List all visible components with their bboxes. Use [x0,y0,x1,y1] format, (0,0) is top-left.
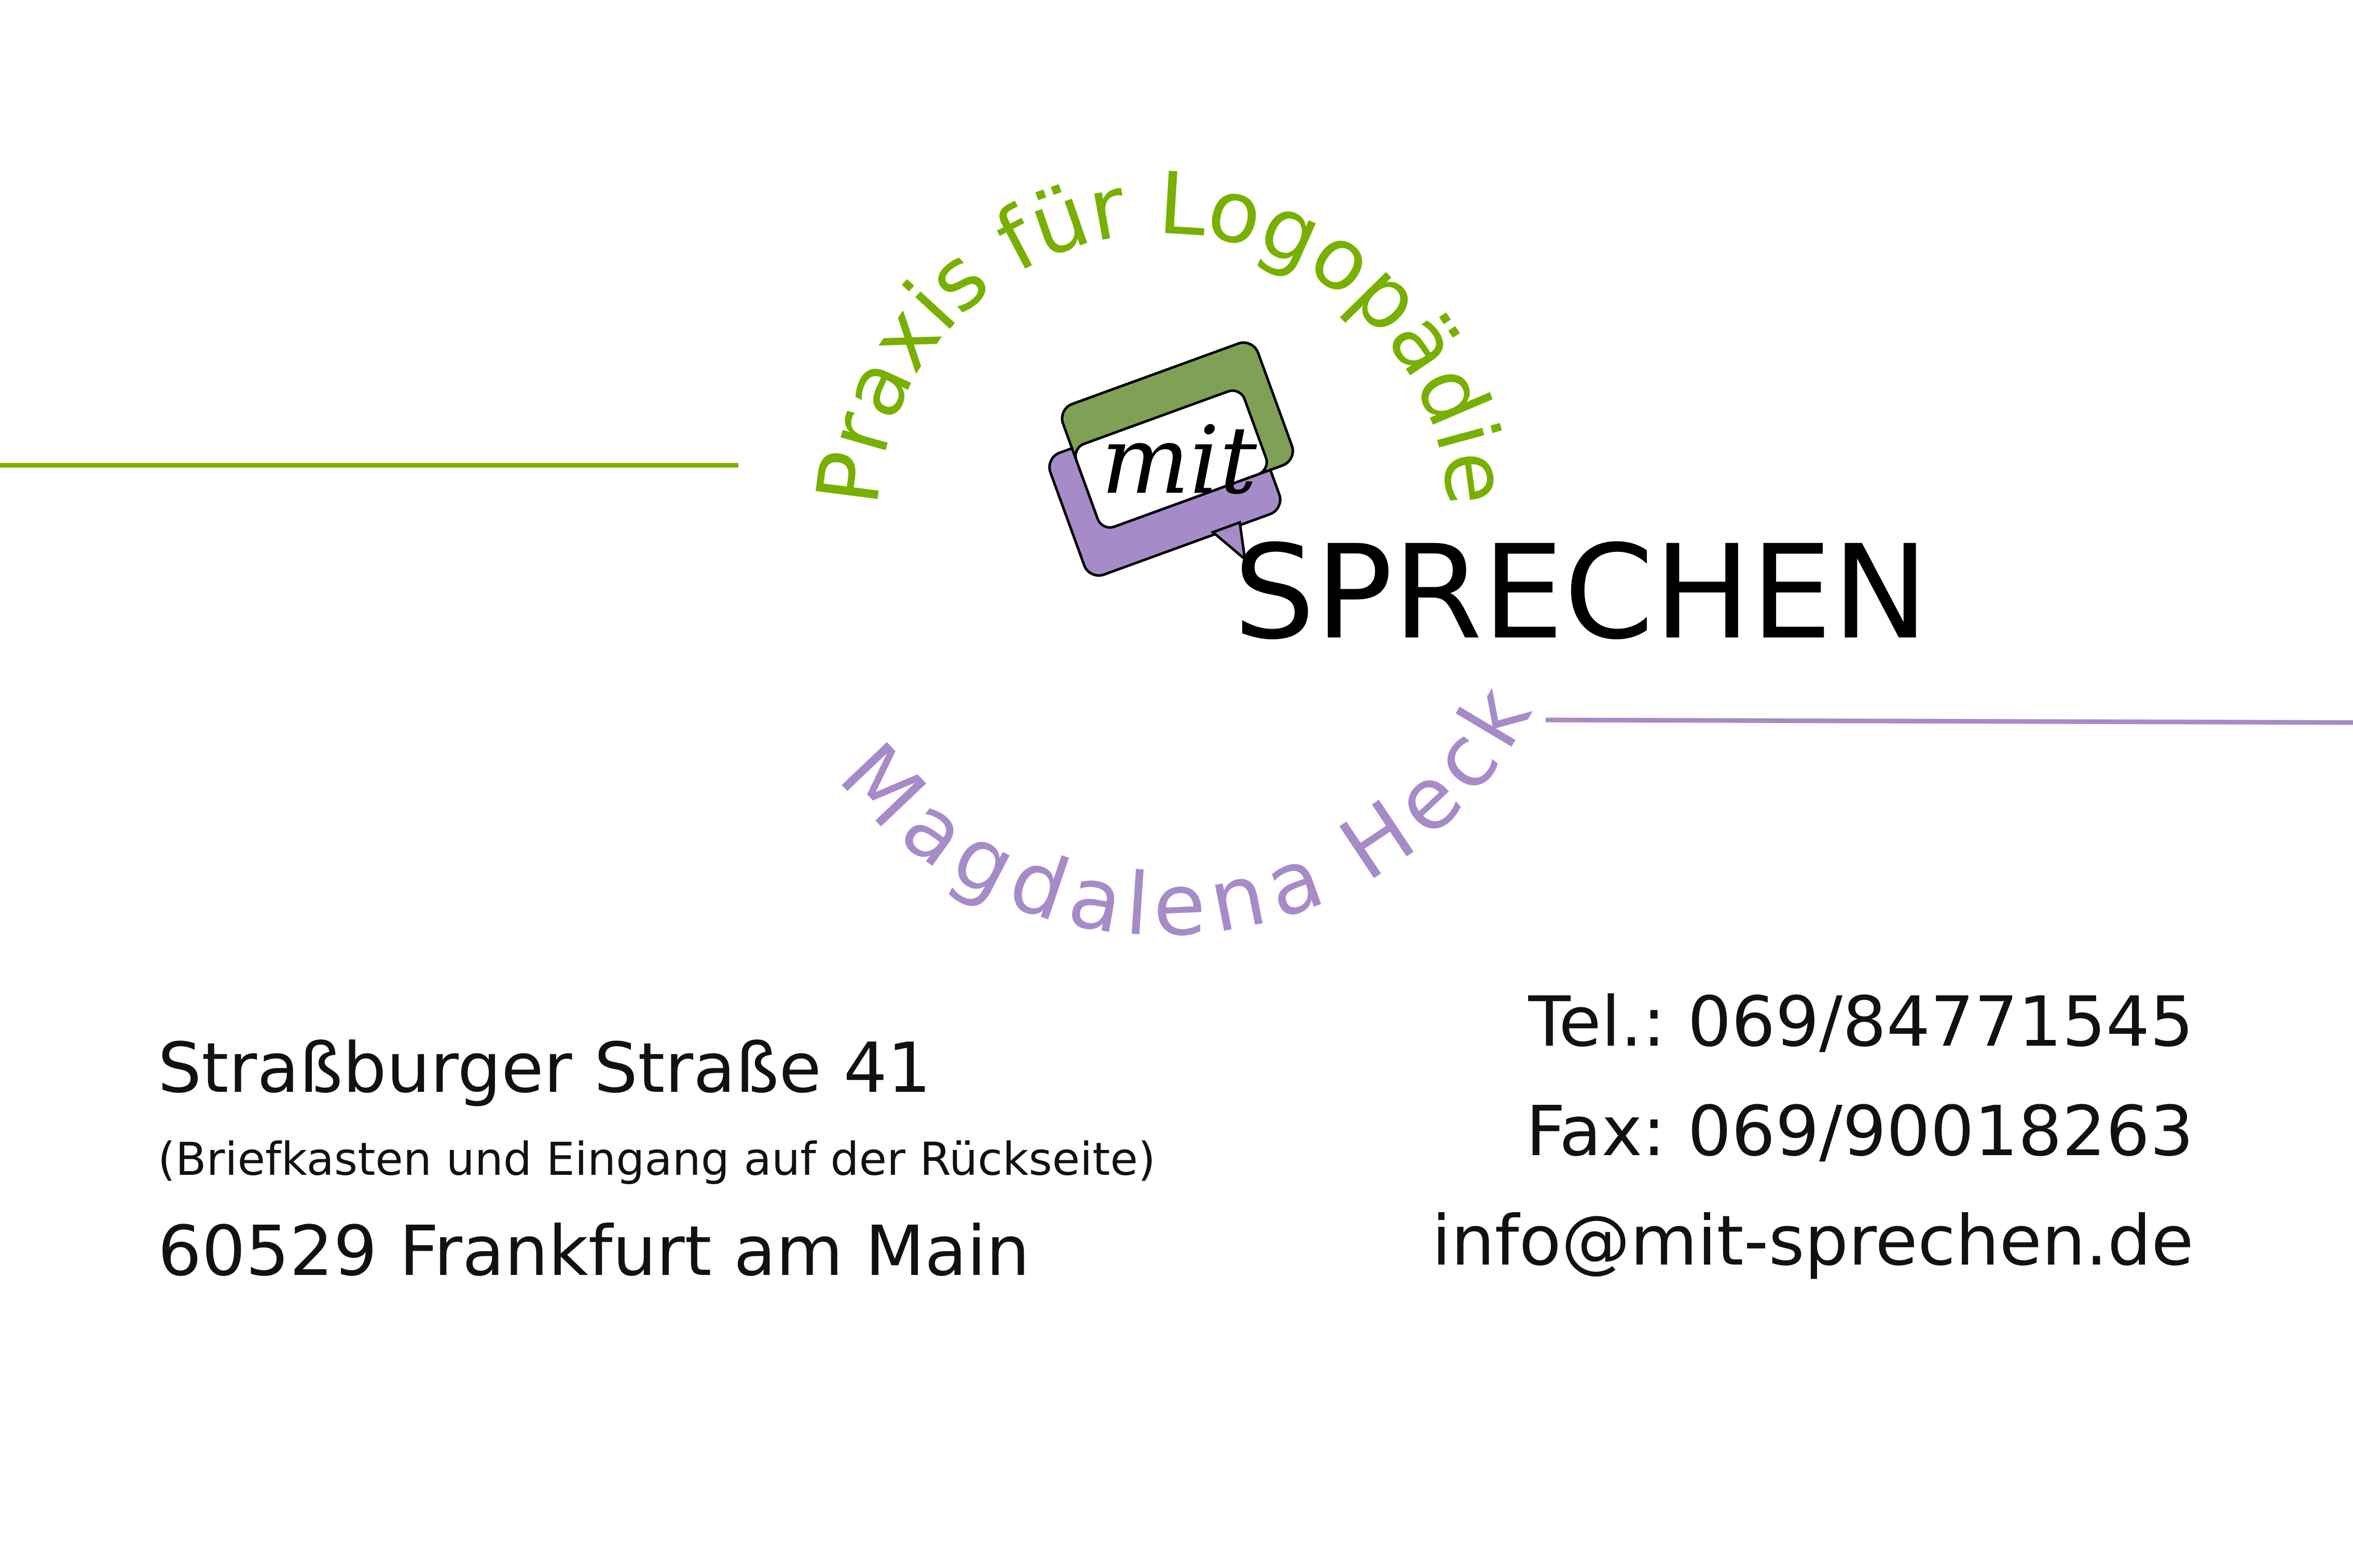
address-note: (Briefkasten und Eingang auf der Rücksei… [158,1133,1155,1186]
contact-fax: Fax: 069/90018263 [1526,1092,2194,1172]
contact-email[interactable]: info@mit-sprechen.de [1432,1201,2194,1281]
address-city: 60529 Frankfurt am Main [158,1212,1030,1292]
speech-bubble-logo-icon [1048,341,1295,577]
purple-divider-line [1545,717,2353,725]
contact-phone: Tel.: 069/84771545 [1528,982,2194,1062]
address-street: Straßburger Straße 41 [158,1029,931,1108]
logo-sprechen: SPRECHEN [1233,517,1929,668]
logo-mit: mit [1101,407,1257,515]
